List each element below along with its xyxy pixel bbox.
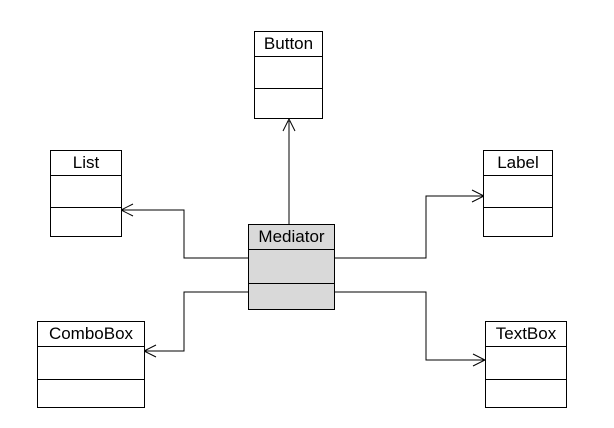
class-box-button: Button xyxy=(254,31,323,119)
operations-section xyxy=(484,208,552,239)
operations-section xyxy=(38,380,144,410)
class-box-combobox: ComboBox xyxy=(37,321,145,408)
connector-list xyxy=(122,209,248,259)
class-name-textbox: TextBox xyxy=(486,322,566,347)
connector-textbox xyxy=(335,291,484,361)
operations-section xyxy=(486,380,566,410)
operations-section xyxy=(255,89,322,120)
class-name-mediator: Mediator xyxy=(249,225,334,250)
class-name-combobox: ComboBox xyxy=(38,322,144,347)
class-name-label: Label xyxy=(484,151,552,176)
connector-label xyxy=(335,195,483,259)
connector-combobox xyxy=(145,291,248,352)
attributes-section xyxy=(255,57,322,89)
class-box-list: List xyxy=(50,150,122,237)
attributes-section xyxy=(38,347,144,380)
class-box-mediator: Mediator xyxy=(248,224,335,310)
class-box-label: Label xyxy=(483,150,553,237)
operations-section xyxy=(249,284,334,311)
arrowhead-button xyxy=(282,117,296,132)
class-name-list: List xyxy=(51,151,121,176)
attributes-section xyxy=(484,176,552,208)
attributes-section xyxy=(249,250,334,284)
class-box-textbox: TextBox xyxy=(485,321,567,408)
operations-section xyxy=(51,208,121,239)
class-name-button: Button xyxy=(255,32,322,57)
attributes-section xyxy=(486,347,566,380)
attributes-section xyxy=(51,176,121,208)
